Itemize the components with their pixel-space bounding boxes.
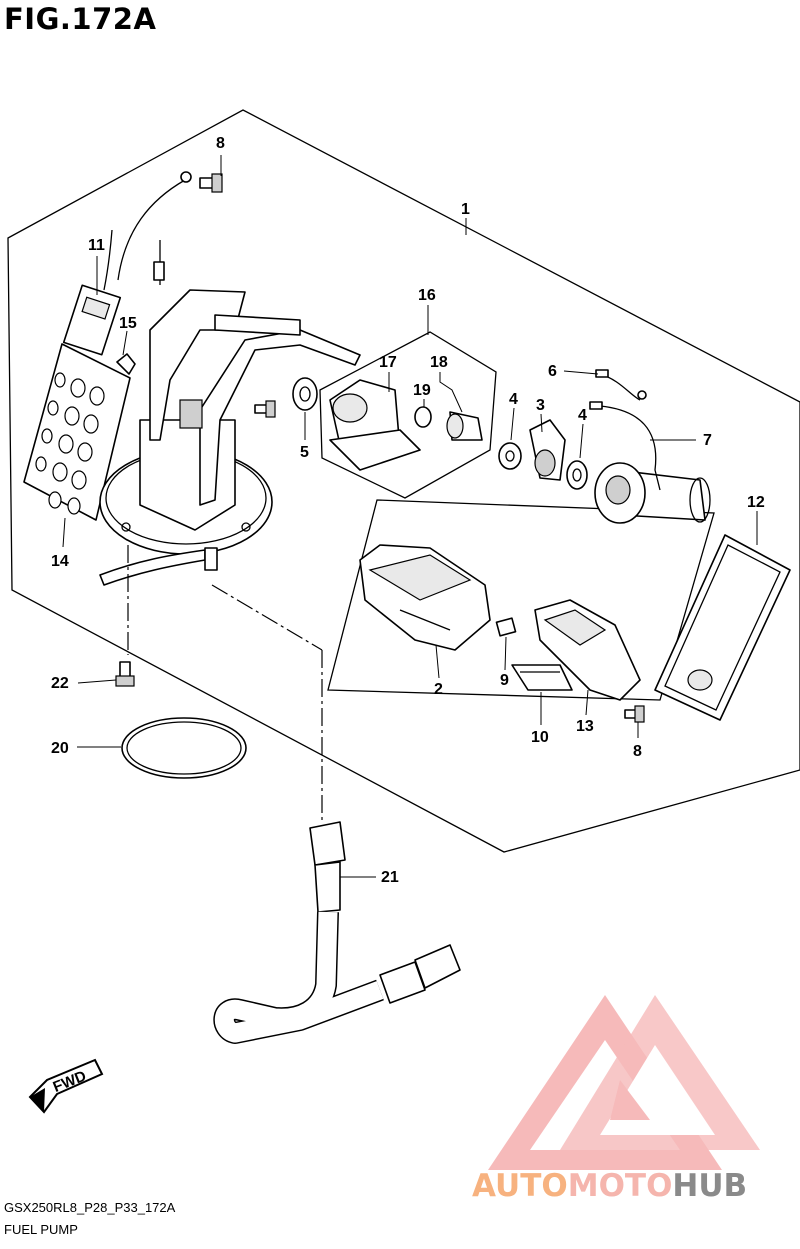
bolt-22 <box>115 661 135 687</box>
callout-20: 20 <box>51 740 69 757</box>
callout-18: 18 <box>430 354 448 371</box>
callout-13: 13 <box>576 718 594 735</box>
wire-lead-6 <box>589 369 661 491</box>
callout-1: 1 <box>461 201 470 218</box>
callout-3: 3 <box>536 397 545 414</box>
seal-19 <box>414 406 432 428</box>
callout-11: 11 <box>88 237 105 254</box>
callout-6: 6 <box>548 363 557 380</box>
callout-2: 2 <box>434 681 443 698</box>
callout-14: 14 <box>51 553 69 570</box>
figure-title: FIG.172A <box>4 2 157 36</box>
fuel-filter <box>654 534 791 721</box>
case-13 <box>534 599 641 701</box>
assembly-outline <box>7 109 800 853</box>
callout-17: 17 <box>379 354 397 371</box>
callout-15: 15 <box>119 315 137 332</box>
fwd-label: FWD <box>51 1067 89 1096</box>
watermark-auto: AUTO <box>472 1168 568 1204</box>
callout-10: 10 <box>531 729 549 746</box>
cushion-10 <box>511 664 573 691</box>
watermark-moto: MOTO <box>567 1168 673 1204</box>
watermark-logo <box>488 995 760 1170</box>
callout-4b: 4 <box>578 407 587 424</box>
cushion-9 <box>495 617 517 637</box>
callout-9: 9 <box>500 672 509 689</box>
watermark-wordmark: AUTOMOTOHUB <box>472 1168 747 1204</box>
holder-3 <box>529 419 566 481</box>
fuel-hose <box>213 821 461 1044</box>
leader-lines <box>62 155 758 878</box>
washer-4a <box>498 442 522 470</box>
callouts: 1 2 3 4 4 5 6 7 8 8 9 10 11 12 13 14 15 … <box>51 135 765 886</box>
regulator-17 <box>329 379 421 471</box>
figure-name: FUEL PUMP <box>4 1222 78 1237</box>
fwd-arrow: FWD <box>28 1058 104 1114</box>
washer <box>292 377 318 411</box>
callout-19: 19 <box>413 382 431 399</box>
filter-bracket <box>23 343 131 521</box>
subgroup-outline-16 <box>319 331 497 499</box>
callout-22: 22 <box>51 675 69 692</box>
callout-8a: 8 <box>216 135 225 152</box>
pump-motor <box>594 462 711 524</box>
watermark-hub: HUB <box>672 1168 748 1204</box>
assembly-dash-lines <box>127 545 323 820</box>
callout-7: 7 <box>703 432 712 449</box>
pump-body <box>99 289 361 586</box>
callout-21: 21 <box>381 869 399 886</box>
figure-code: GSX250RL8_P28_P33_172A <box>4 1200 176 1215</box>
callout-8b: 8 <box>633 743 642 760</box>
clip <box>116 353 136 375</box>
bolt-center <box>254 400 276 418</box>
washer-4b <box>566 460 588 490</box>
bolt-top <box>199 173 223 193</box>
bolt-lower <box>624 705 645 723</box>
callout-5: 5 <box>300 444 309 461</box>
callout-12: 12 <box>747 494 765 511</box>
cover-2 <box>359 544 491 651</box>
callout-4a: 4 <box>509 391 518 408</box>
fitting-18 <box>446 411 483 441</box>
callout-16: 16 <box>418 287 436 304</box>
wire-harness <box>62 171 192 356</box>
o-ring <box>121 717 247 779</box>
